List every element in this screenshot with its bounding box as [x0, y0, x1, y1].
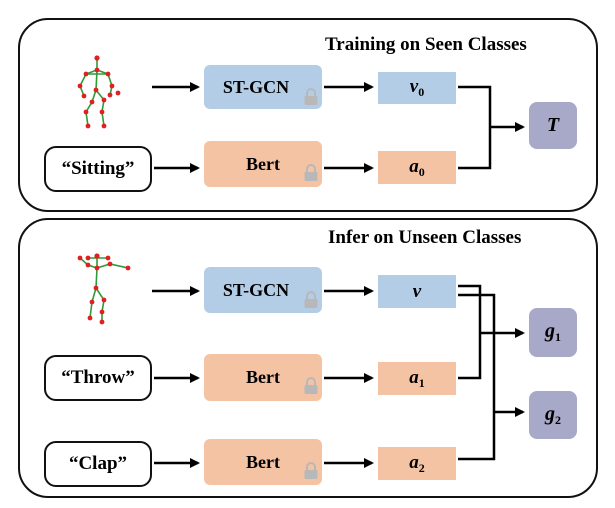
- output-T: T: [529, 102, 577, 149]
- stgcn-label: ST-GCN: [222, 76, 290, 97]
- output-g1: g1: [529, 308, 577, 357]
- T-label: T: [546, 114, 560, 136]
- bert-label: Bert: [246, 153, 280, 174]
- bert-label: Bert: [246, 451, 280, 472]
- g1-label: g1: [545, 320, 561, 344]
- g2-label: g2: [545, 402, 561, 427]
- lock-icon: [304, 462, 318, 479]
- a1-label: a1: [409, 366, 425, 390]
- text-vector-a2: a2: [378, 447, 456, 480]
- bert-encoder-clap: Bert: [204, 439, 322, 485]
- throw-label: “Throw”: [61, 367, 135, 388]
- lock-icon: [304, 291, 318, 308]
- skeleton-joints: [77, 253, 131, 325]
- text-input-sitting: “Sitting”: [44, 146, 152, 192]
- skeleton-joints: [77, 55, 121, 129]
- merge-v-a2: [458, 293, 496, 461]
- bert-label: Bert: [246, 367, 280, 387]
- stgcn-label: ST-GCN: [222, 279, 290, 300]
- a0-label: a0: [409, 155, 425, 179]
- bert-encoder-training: Bert: [204, 141, 322, 187]
- clap-label: “Clap”: [68, 453, 128, 474]
- v-label: v: [412, 280, 422, 302]
- text-vector-a0: a0: [378, 151, 456, 184]
- infer-title: Infer on Unseen Classes: [328, 227, 522, 248]
- v0-label: v0: [409, 76, 425, 99]
- text-input-clap: “Clap”: [44, 441, 152, 487]
- a2-label: a2: [409, 451, 425, 475]
- visual-vector-v0: v0: [378, 72, 456, 104]
- lock-icon: [304, 164, 318, 181]
- text-input-throw: “Throw”: [44, 355, 152, 401]
- stgcn-encoder-training: ST-GCN: [204, 65, 322, 109]
- sitting-label: “Sitting”: [61, 158, 135, 179]
- training-title: Training on Seen Classes: [325, 34, 527, 55]
- bert-encoder-throw: Bert: [204, 354, 322, 401]
- text-vector-a1: a1: [378, 362, 456, 395]
- lock-icon: [304, 377, 318, 394]
- visual-vector-v: v: [378, 275, 456, 308]
- stgcn-encoder-infer: ST-GCN: [204, 267, 322, 313]
- output-g2: g2: [529, 391, 577, 439]
- lock-icon: [304, 88, 318, 105]
